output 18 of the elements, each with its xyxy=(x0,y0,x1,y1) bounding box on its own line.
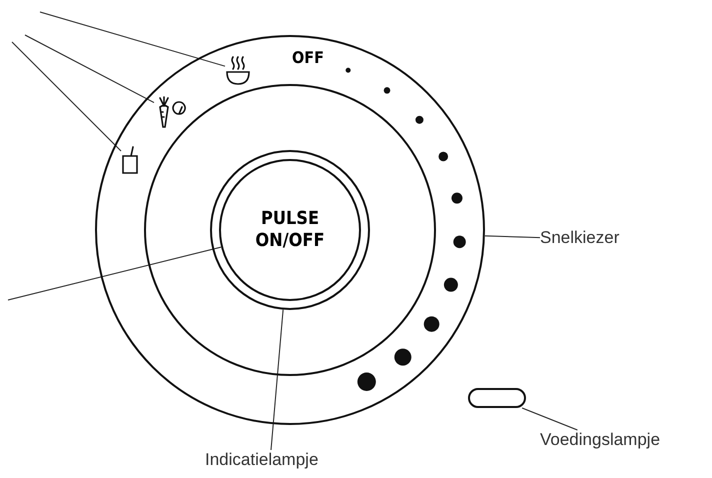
indicator-label: Indicatielampje xyxy=(205,450,335,472)
leader-line xyxy=(8,246,222,300)
off-label: OFF xyxy=(291,48,325,67)
cup-with-straw-icon xyxy=(121,146,139,174)
button-label: PULSE ON/OFF xyxy=(254,208,326,252)
leader-line xyxy=(40,12,226,67)
leader-line xyxy=(484,235,540,238)
leader-line xyxy=(12,42,122,152)
soup-bowl-icon xyxy=(225,55,251,85)
pulse-button xyxy=(219,159,361,301)
leader-line xyxy=(270,309,284,450)
indicator-ring xyxy=(210,150,370,310)
leader-line xyxy=(522,408,578,430)
leader-line xyxy=(24,34,154,104)
selector-dial xyxy=(95,35,485,425)
dial-label: Snelkiezer xyxy=(540,228,630,250)
power-lamp xyxy=(468,388,526,408)
lamp-label: Voedingslampje xyxy=(540,430,670,452)
